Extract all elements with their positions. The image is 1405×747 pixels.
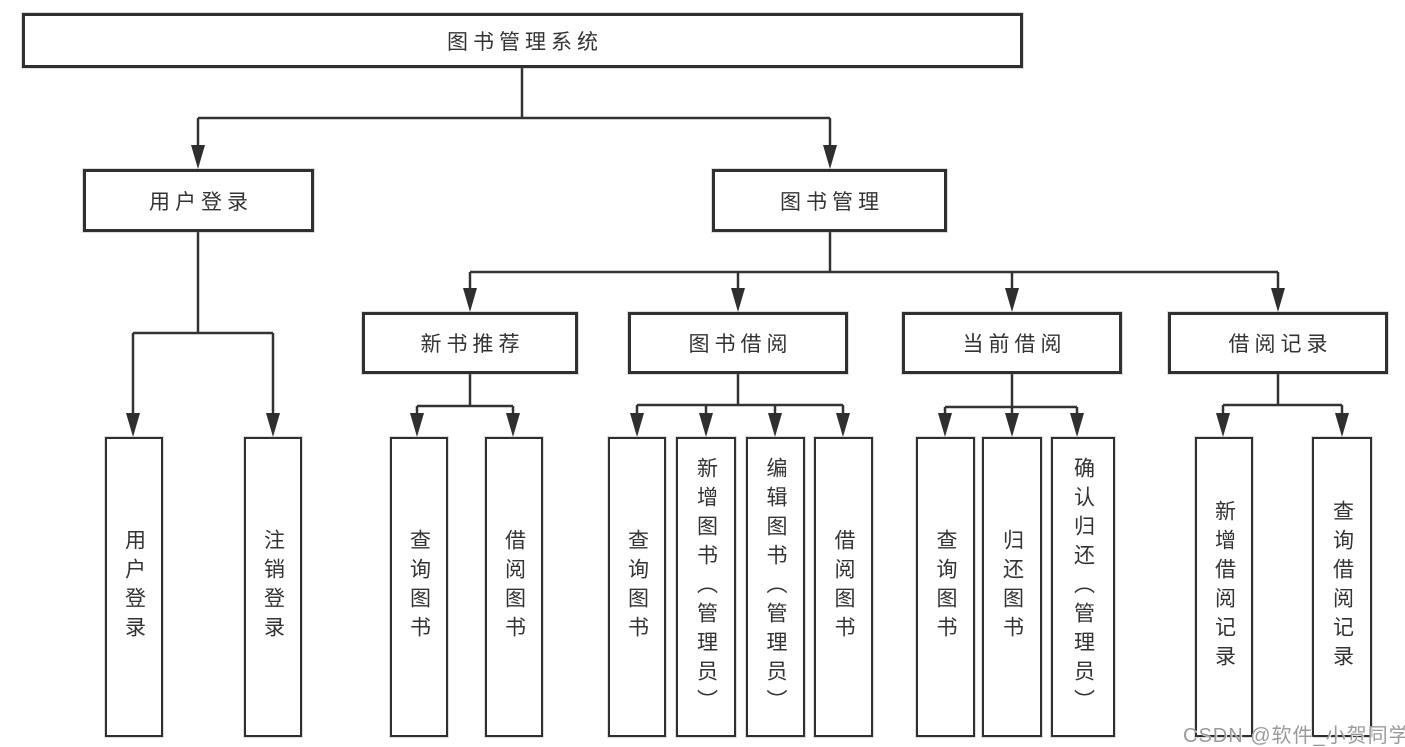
leaf-confirm-return-admin: 确认归还（管理员） bbox=[1051, 437, 1115, 737]
leaf-return-books: 归还图书 bbox=[982, 437, 1042, 737]
leaf-query-books-current: 查询图书 bbox=[916, 437, 975, 737]
node-borrow-records: 借阅记录 bbox=[1168, 312, 1388, 374]
leaf-user-login: 用户登录 bbox=[105, 437, 163, 737]
arrow-down-icon bbox=[630, 413, 644, 437]
leaf-logout: 注销登录 bbox=[244, 437, 302, 737]
node-book-borrowing: 图书借阅 bbox=[628, 312, 848, 374]
leaf-add-borrow-record: 新增借阅记录 bbox=[1195, 437, 1253, 737]
node-book-management: 图书管理 bbox=[712, 169, 947, 232]
leaf-confirm-return-admin-label: 确认归还（管理员） bbox=[1071, 456, 1095, 718]
arrow-down-icon bbox=[506, 413, 520, 437]
arrow-down-icon bbox=[1271, 288, 1285, 312]
node-current-borrowing: 当前借阅 bbox=[902, 312, 1122, 374]
leaf-edit-book-admin: 编辑图书（管理员） bbox=[746, 437, 805, 737]
arrow-down-icon bbox=[126, 413, 140, 437]
node-library-management-system: 图书管理系统 bbox=[22, 13, 1023, 68]
arrowheads bbox=[126, 145, 1349, 437]
arrow-down-icon bbox=[1070, 413, 1084, 437]
arrow-down-icon bbox=[191, 145, 205, 169]
csdn-watermark: CSDN @软件_小贺同学 bbox=[1183, 725, 1405, 747]
leaf-return-books-label: 归还图书 bbox=[1000, 529, 1024, 645]
leaf-query-books-borrowing: 查询图书 bbox=[608, 437, 666, 737]
leaf-borrow-books-recommend: 借阅图书 bbox=[485, 437, 543, 737]
leaf-query-books-borrowing-label: 查询图书 bbox=[625, 529, 649, 645]
leaf-user-login-label: 用户登录 bbox=[122, 529, 146, 645]
arrow-down-icon bbox=[1005, 288, 1019, 312]
arrow-down-icon bbox=[1335, 413, 1349, 437]
leaf-query-books-current-label: 查询图书 bbox=[934, 529, 957, 645]
node-new-book-recommend: 新书推荐 bbox=[362, 312, 578, 374]
arrow-down-icon bbox=[1005, 413, 1019, 437]
node-user-login: 用户登录 bbox=[83, 169, 314, 232]
arrow-down-icon bbox=[768, 413, 782, 437]
arrow-down-icon bbox=[938, 413, 952, 437]
arrow-down-icon bbox=[731, 288, 745, 312]
leaf-edit-book-admin-label: 编辑图书（管理员） bbox=[764, 456, 787, 718]
leaf-add-borrow-record-label: 新增借阅记录 bbox=[1212, 500, 1236, 674]
arrow-down-icon bbox=[699, 413, 713, 437]
arrow-down-icon bbox=[266, 413, 280, 437]
leaf-query-books-recommend: 查询图书 bbox=[390, 437, 448, 737]
leaf-logout-label: 注销登录 bbox=[261, 529, 285, 645]
arrow-down-icon bbox=[823, 145, 837, 169]
arrow-down-icon bbox=[463, 288, 477, 312]
leaf-borrow-books-borrowing: 借阅图书 bbox=[814, 437, 873, 737]
leaf-query-borrow-record-label: 查询借阅记录 bbox=[1330, 500, 1354, 674]
leaf-add-book-admin-label: 新增图书（管理员） bbox=[694, 456, 718, 718]
leaf-query-borrow-record: 查询借阅记录 bbox=[1312, 437, 1372, 737]
leaf-query-books-recommend-label: 查询图书 bbox=[407, 529, 431, 645]
arrow-down-icon bbox=[836, 413, 850, 437]
leaf-borrow-books-recommend-label: 借阅图书 bbox=[502, 529, 526, 645]
arrow-down-icon bbox=[1216, 413, 1230, 437]
leaf-add-book-admin: 新增图书（管理员） bbox=[676, 437, 736, 737]
arrow-down-icon bbox=[410, 413, 424, 437]
leaf-borrow-books-borrowing-label: 借阅图书 bbox=[832, 529, 855, 645]
